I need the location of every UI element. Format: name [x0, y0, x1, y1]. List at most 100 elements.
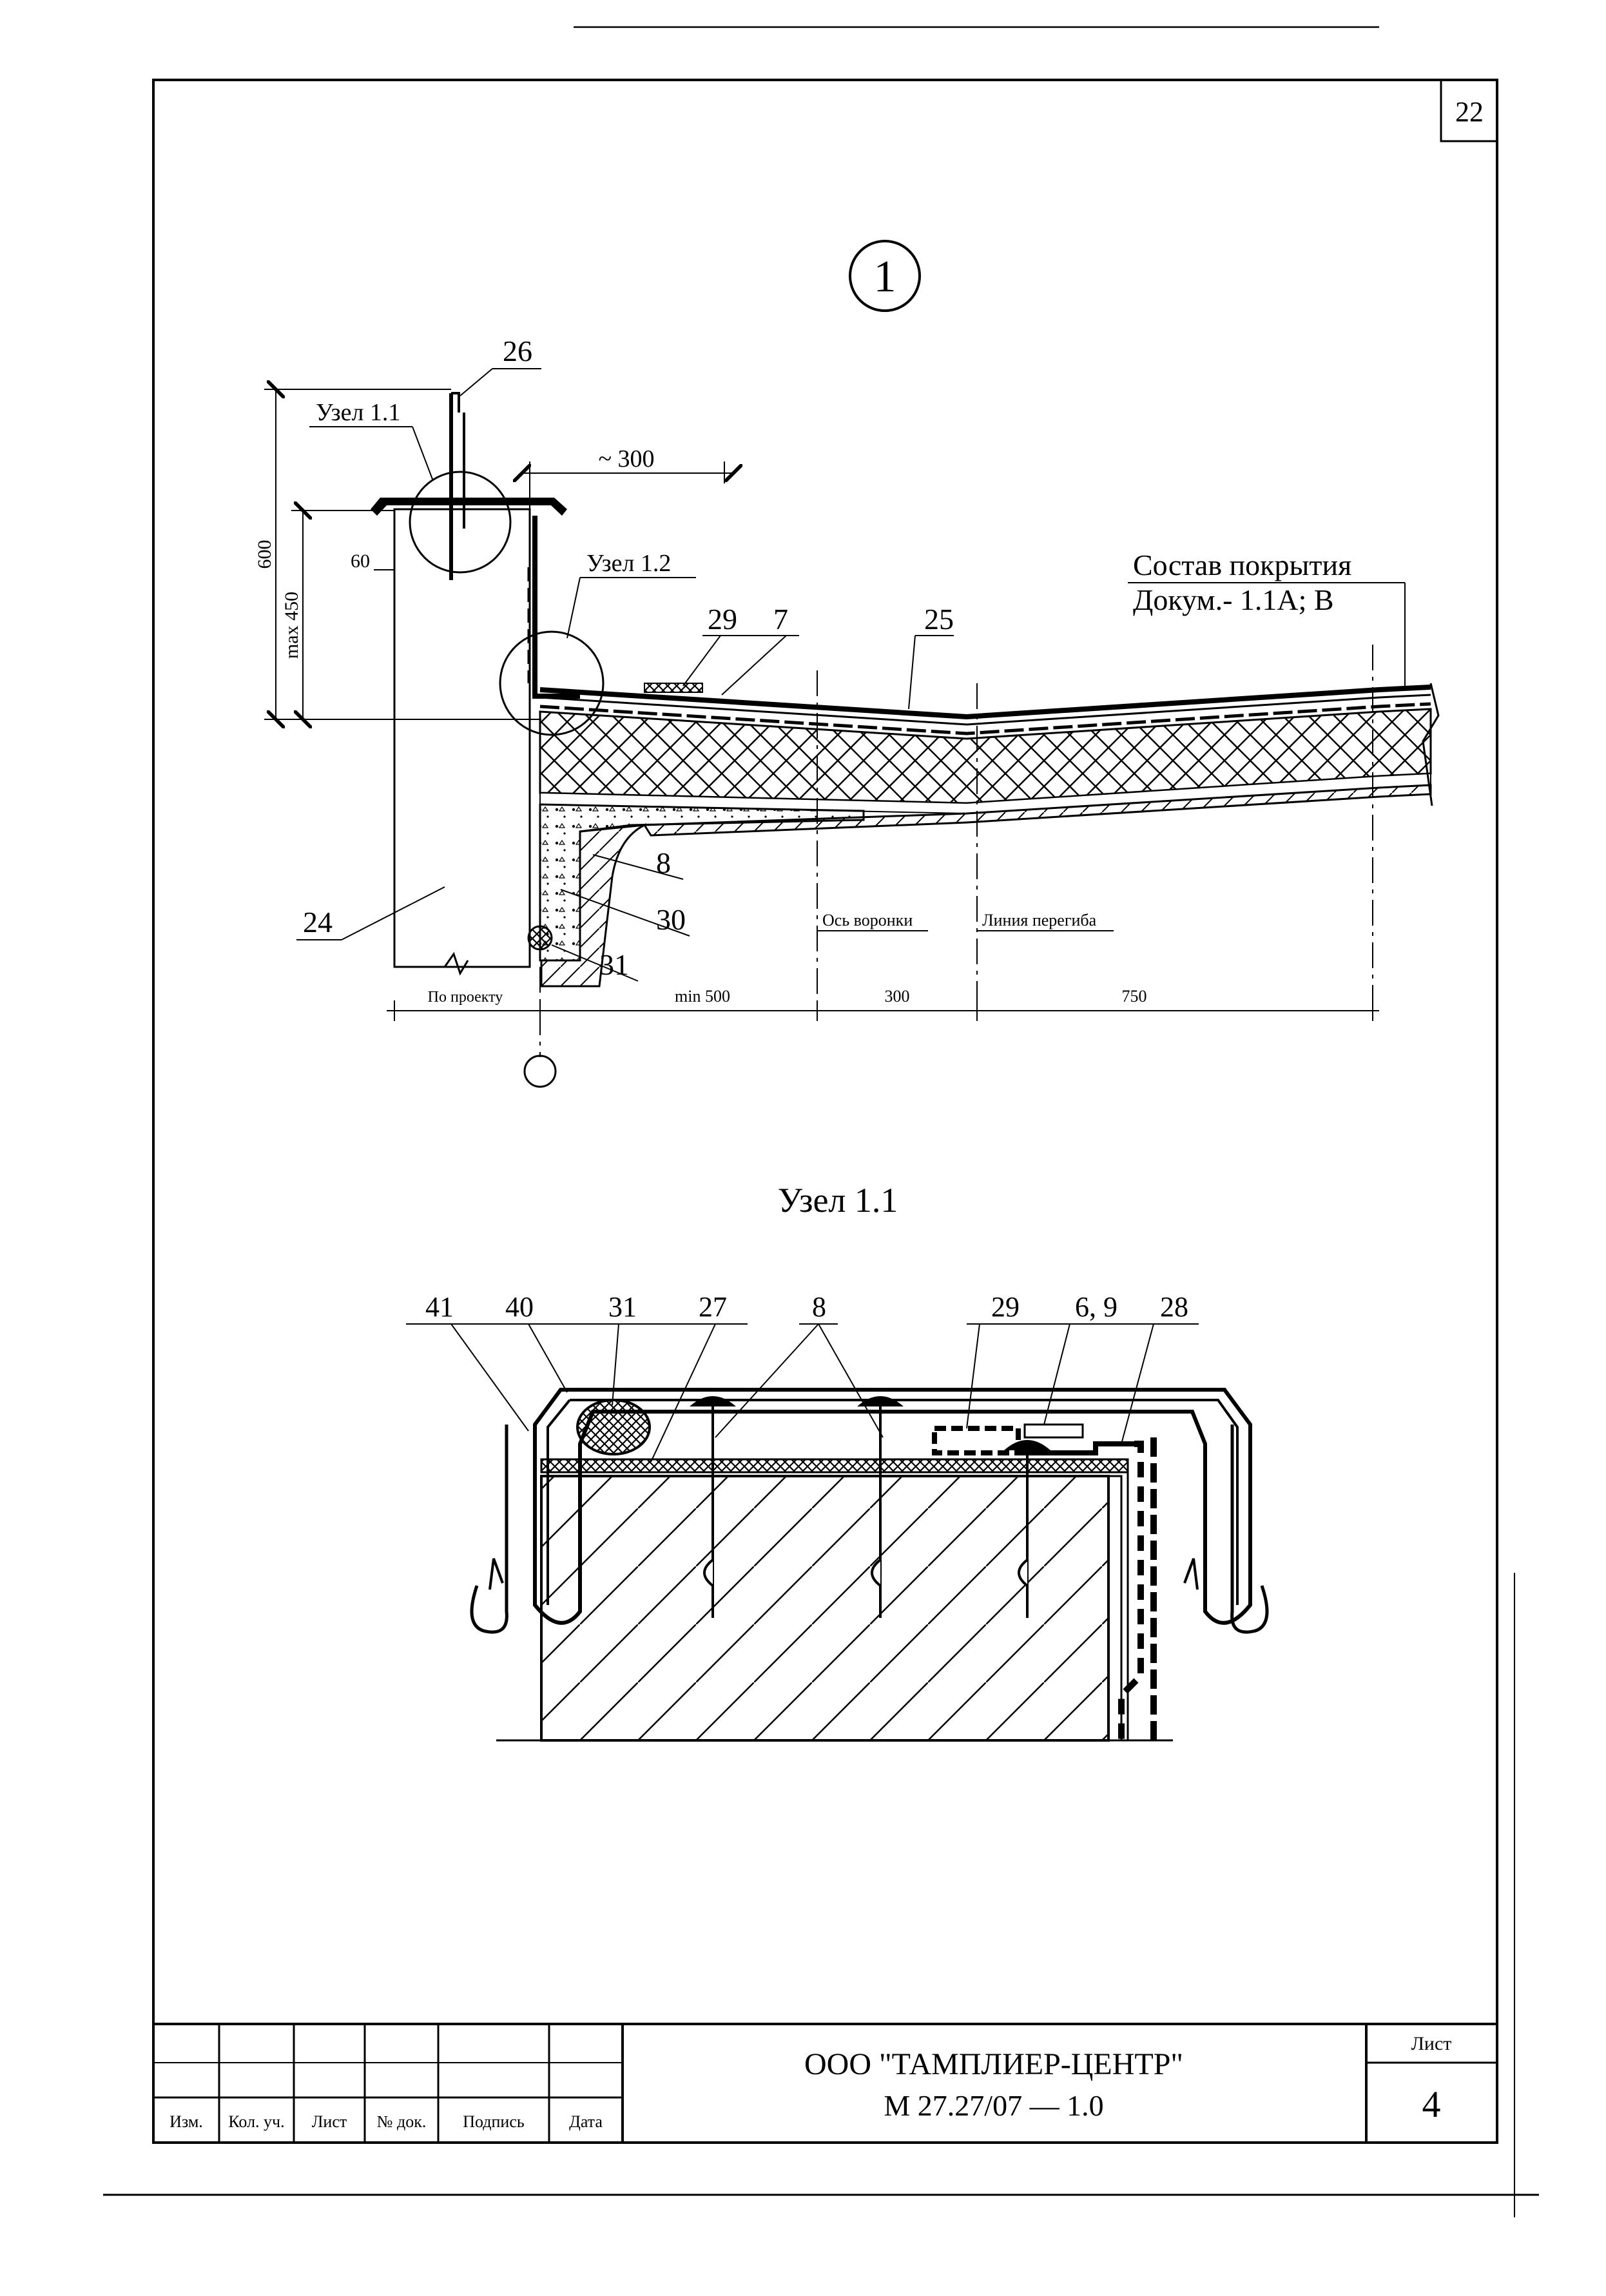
dim-750: 750: [1122, 987, 1147, 1006]
document-code: М 27.27/07 — 1.0: [884, 2089, 1103, 2122]
col-doc-number: № док.: [377, 2112, 427, 2131]
left-clip: [489, 1558, 504, 1590]
col-sheet: Лист: [312, 2112, 347, 2131]
parapet-cap: [371, 498, 567, 516]
funnel-axis-label: Ось воронки: [822, 911, 913, 929]
reinforcing-strip: [644, 683, 703, 693]
coating-line-2: Докум.- 1.1А; В: [1133, 583, 1334, 616]
anchor-3-head: [1004, 1440, 1050, 1450]
leader-8-a: [715, 1323, 819, 1438]
axis-bubble: [523, 1055, 557, 1088]
dim-max450-label: max 450: [281, 592, 302, 659]
view-marker-number: 1: [874, 252, 896, 302]
leader-40: [528, 1323, 568, 1393]
callout-29: 29: [708, 603, 737, 636]
detail-callout-28: 28: [1160, 1291, 1188, 1323]
protective-strip: [540, 1458, 1129, 1474]
roof-membrane-second: [539, 694, 1431, 726]
callout-31-leader: [551, 944, 639, 982]
detail-callout-29: 29: [991, 1291, 1020, 1323]
view-marker-circle: [849, 240, 921, 312]
break-mark: [443, 951, 469, 976]
leader-41: [450, 1323, 529, 1432]
node-1-1-label: Узел 1.1: [316, 399, 400, 426]
anchor-1-dowel: [703, 1559, 714, 1587]
callout-25: 25: [924, 603, 954, 636]
clamp-bar: [1023, 1423, 1084, 1439]
title-block-frame: [152, 2023, 1498, 2144]
detail-sealing-cord: [576, 1399, 651, 1455]
dim-by-project: По проекту: [428, 989, 503, 1006]
break-line-right: [1422, 683, 1440, 806]
col-count: Кол. уч.: [228, 2112, 284, 2131]
callout-7-leader: [721, 635, 787, 696]
leader-27: [650, 1323, 716, 1463]
anchor-3-dowel: [1018, 1559, 1029, 1587]
callout-30: 30: [656, 903, 686, 936]
detail-callout-31: 31: [608, 1291, 637, 1323]
callout-26-leader: [460, 368, 493, 396]
detail-1-1-drawing: 41 40 31 27 8 29 6, 9 28: [406, 1291, 1269, 1742]
anchor-1-head: [690, 1396, 736, 1406]
node-1-1-leader: [412, 426, 434, 482]
anchor-1: [690, 1396, 736, 1618]
detail-1-1-title: Узел 1.1: [778, 1181, 898, 1220]
side-membrane: [1118, 1441, 1144, 1740]
leader-31: [612, 1323, 619, 1406]
title-block: Изм. Кол. уч. Лист № док. Подпись Дата О…: [152, 2023, 1498, 2144]
dim-min500: min 500: [675, 987, 730, 1006]
callout-31: 31: [599, 948, 629, 981]
callout-8: 8: [656, 846, 671, 879]
parapet-block: [540, 1475, 1110, 1742]
sheet-number-top: 22: [1455, 96, 1484, 128]
membrane-turn: [1018, 1441, 1134, 1455]
callout-24-leader: [341, 886, 445, 940]
anchor-hook: [451, 392, 460, 413]
slab-edge: [540, 824, 645, 987]
detail-callout-41: 41: [425, 1291, 454, 1323]
left-drip-edge: [470, 1425, 508, 1634]
callout-24: 24: [303, 906, 333, 939]
leader-29: [966, 1323, 980, 1429]
company-name: ООО "ТАМПЛИЕР-ЦЕНТР": [804, 2047, 1183, 2081]
detail-callout-27: 27: [699, 1291, 727, 1323]
anchor-2-head: [857, 1396, 904, 1406]
main-roof-detail: 600 max 450 60 ~ 300 По проекту min 500 …: [254, 335, 1440, 1088]
anchor-2: [857, 1396, 904, 1618]
right-clip: [1183, 1558, 1199, 1590]
callout-30-leader: [560, 889, 690, 937]
roof-membrane-top: [539, 685, 1431, 720]
waterproofing-strip: [932, 1426, 1021, 1455]
col-signature: Подпись: [463, 2112, 525, 2131]
coating-line-1: Состав покрытия: [1133, 549, 1351, 581]
node-1-1-circle: [409, 471, 512, 574]
dim-300-top-label: ~ 300: [598, 445, 654, 472]
leader-28: [1121, 1323, 1154, 1445]
vertical-membrane: [532, 516, 580, 699]
detail-callout-8: 8: [812, 1291, 826, 1323]
sealing-cord: [527, 925, 553, 951]
leader-8-b: [818, 1323, 884, 1438]
callout-7: 7: [773, 603, 788, 636]
side-layer-1: [1108, 1475, 1123, 1740]
node-1-2-leader: [566, 577, 581, 639]
right-drip-edge: [1230, 1425, 1269, 1634]
callout-8-leader: [592, 854, 684, 880]
roof-separation-layer: [539, 702, 1431, 735]
detail-callout-40: 40: [505, 1291, 534, 1323]
parapet-wall: [393, 508, 531, 968]
col-date: Дата: [569, 2112, 603, 2131]
dim-600-label: 600: [254, 540, 275, 569]
detail-callout-6-9: 6, 9: [1075, 1291, 1117, 1323]
dim-300-bottom: 300: [885, 987, 910, 1006]
callout-26: 26: [503, 335, 532, 367]
bend-line-label: Линия перегиба: [982, 911, 1097, 929]
node-1-2-label: Узел 1.2: [586, 550, 671, 577]
sheet-number-box: [1440, 79, 1498, 142]
dim-60-label: 60: [351, 550, 370, 572]
callout-29-leader: [682, 635, 721, 686]
leader-6-9: [1043, 1323, 1070, 1425]
callout-25-leader: [908, 635, 916, 710]
sheet-label: Лист: [1411, 2033, 1452, 2054]
